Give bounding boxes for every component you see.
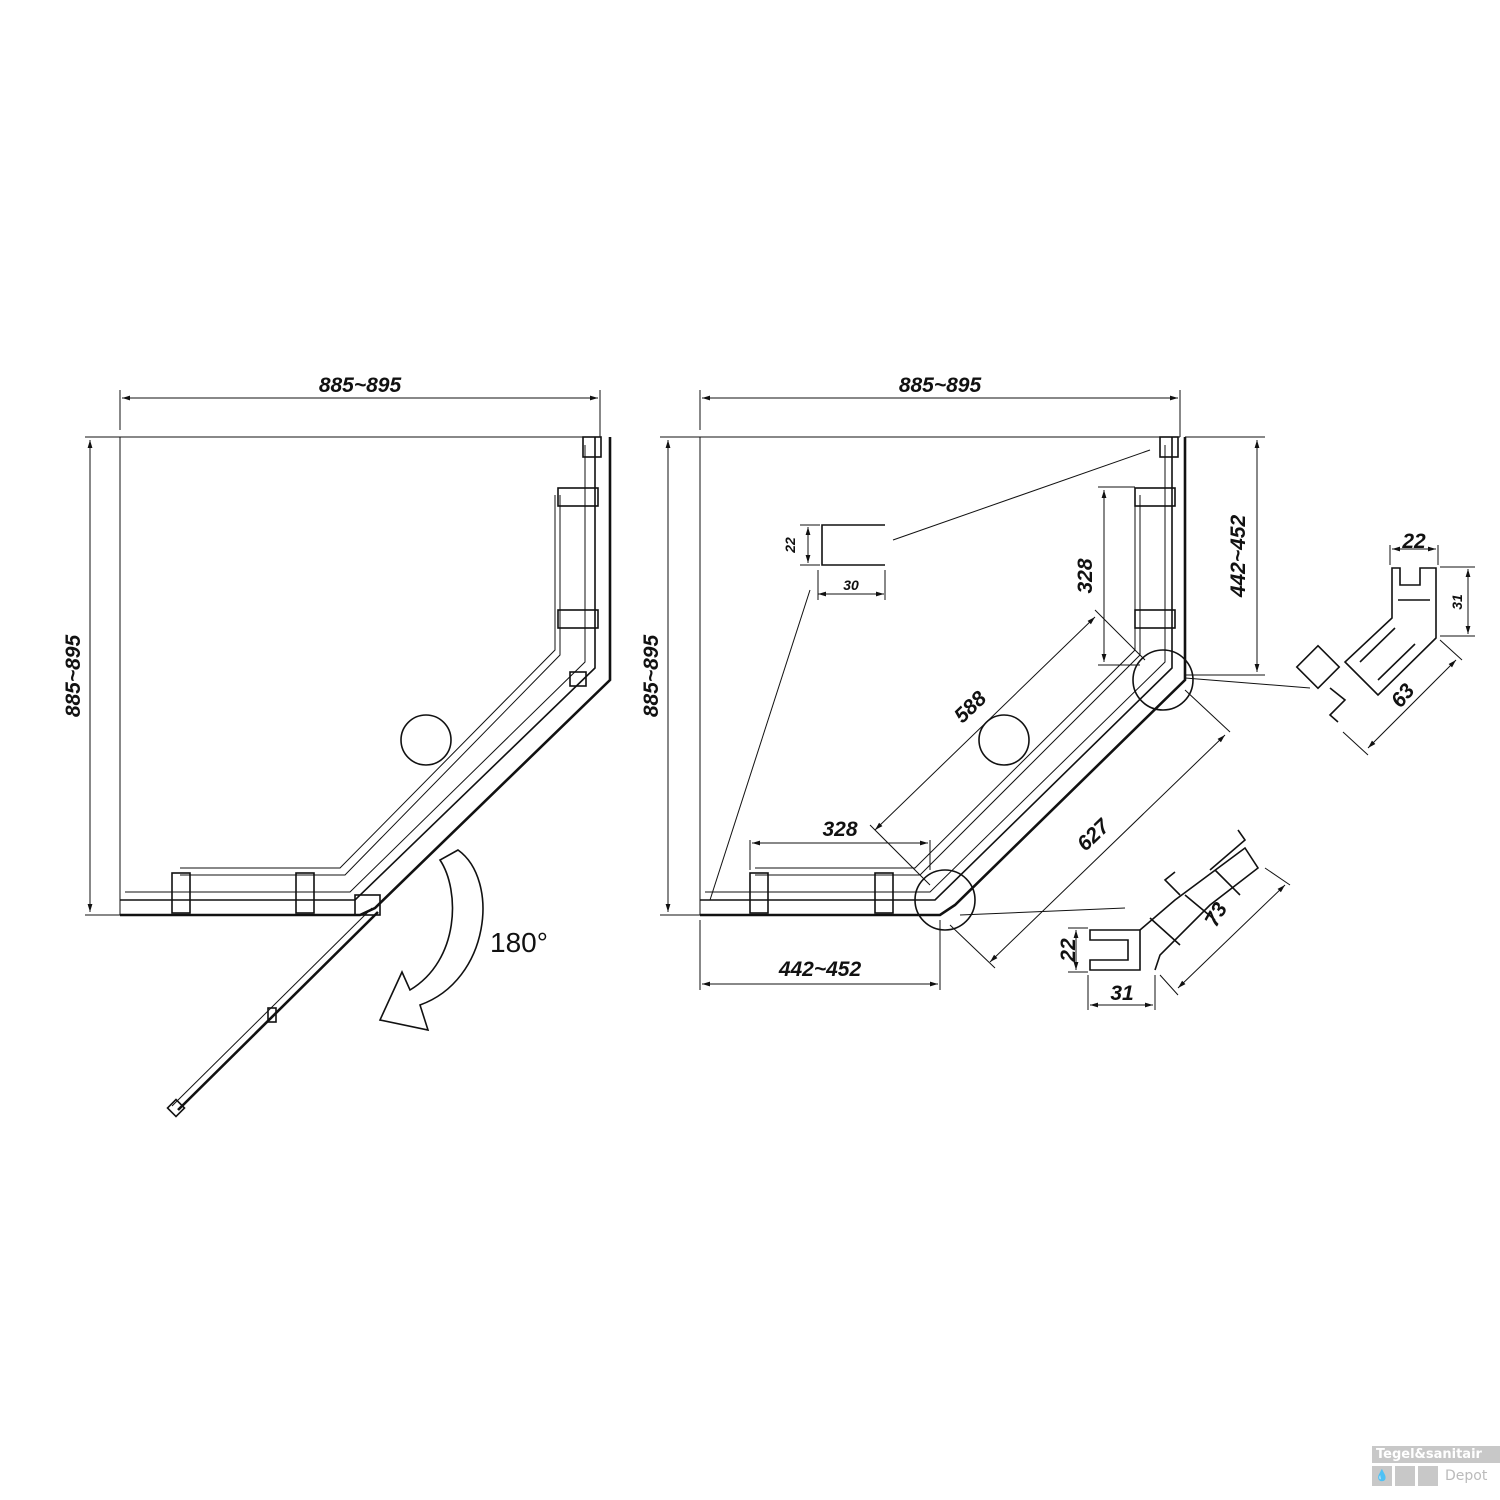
tray-height-label: 22 — [782, 537, 798, 554]
tray-width-label: 30 — [843, 577, 859, 593]
right-side-length-label: 442~452 — [1227, 515, 1250, 599]
hinge-profile-detail: 22 31 63 — [1295, 530, 1475, 756]
swing-angle-label: 180° — [490, 927, 548, 958]
watermark-sub: Depot — [1445, 1468, 1488, 1484]
tile-icon — [1395, 1466, 1415, 1486]
left-plan-view: 180° 885~895 885~895 — [62, 374, 612, 1118]
droplet-icon: 💧 — [1372, 1466, 1392, 1486]
detail-bottom-height-label: 22 — [1057, 938, 1080, 963]
bottom-side-length-label: 442~452 — [778, 958, 862, 981]
detail-bottom-width-label: 31 — [1110, 982, 1133, 1005]
left-depth-label: 885~895 — [62, 635, 85, 718]
detail-top-height-label: 31 — [1449, 594, 1465, 610]
right-depth-label: 885~895 — [640, 635, 663, 718]
right-panel-length-label: 328 — [1074, 558, 1097, 593]
corner-profile-detail: 22 31 73 — [1057, 829, 1291, 1010]
detail-top-width-label: 22 — [1401, 530, 1426, 553]
detail-top-diag-label: 63 — [1387, 679, 1420, 712]
right-width-label: 885~895 — [899, 374, 982, 397]
tile-icon — [1418, 1466, 1438, 1486]
left-width-label: 885~895 — [319, 374, 402, 397]
door-outer-length-label: 627 — [1073, 814, 1115, 856]
right-plan-view: 22 30 442~452 328 328 442~452 588 — [640, 374, 1475, 1010]
detail-bottom-diag-label: 73 — [1201, 899, 1233, 931]
watermark-brand: Tegel&sanitair — [1372, 1446, 1500, 1463]
watermark-logo: Tegel&sanitair 💧 Depot — [1372, 1446, 1500, 1486]
door-inner-length-label: 588 — [950, 687, 991, 728]
bottom-panel-length-label: 328 — [822, 818, 857, 841]
